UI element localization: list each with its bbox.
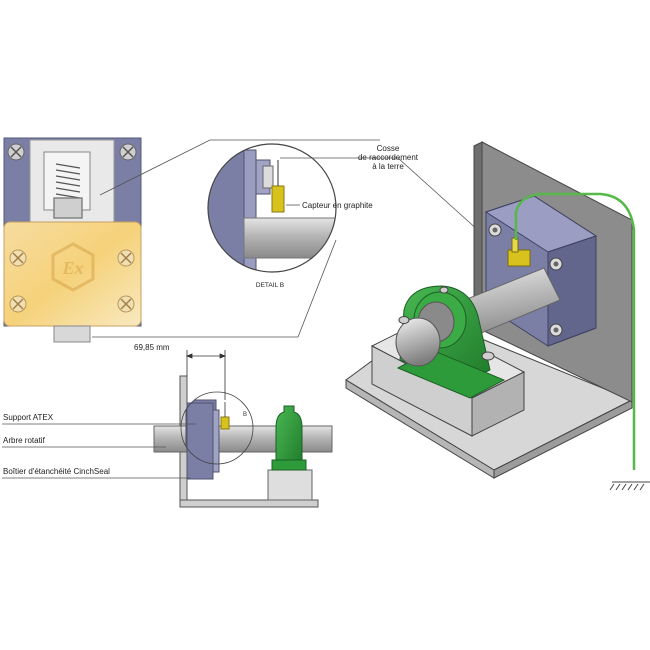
side-seal-housing <box>186 402 214 480</box>
cosse-label-line1: Cosse <box>377 144 400 153</box>
ground-symbol-icon <box>609 481 650 491</box>
cosse-label-line3: à la terre <box>372 162 404 171</box>
hex-bolt-icon <box>439 286 449 294</box>
capteur-callout: Capteur en graphite <box>286 201 373 210</box>
phillips-screw-icon <box>9 249 27 267</box>
capteur-label: Capteur en graphite <box>302 201 373 210</box>
dimension-annotation <box>185 350 227 400</box>
detail-shaft <box>243 217 336 259</box>
svg-text:Ex: Ex <box>61 258 83 278</box>
cosse-callout: Cosse de raccordement à la terre <box>280 144 501 251</box>
iso-graphite-sensor <box>507 249 531 267</box>
phillips-screw-icon <box>119 143 137 161</box>
phillips-screw-icon <box>117 249 135 267</box>
phillips-screw-icon <box>9 295 27 313</box>
ex-atex-hexagon-icon: Ex <box>51 242 95 292</box>
label-boitier-cinchseal: Boîtier d'étanchéité CinchSeal <box>3 467 110 476</box>
phillips-screw-icon <box>7 143 25 161</box>
label-arbre-rotatif: Arbre rotatif <box>3 436 46 445</box>
detail-housing-plate <box>208 149 245 272</box>
hex-bolt-icon <box>549 257 563 271</box>
cosse-label-line2: de raccordement <box>358 153 419 162</box>
side-riser-block <box>267 469 313 501</box>
detail-b-view: DETAIL B <box>207 143 337 289</box>
iso-ground-wire <box>514 192 636 470</box>
side-pillow-bearing <box>275 405 303 471</box>
detail-b-label: DETAIL B <box>256 282 284 289</box>
side-labels <box>2 423 196 479</box>
svg-text:B: B <box>243 412 247 418</box>
detail-leader-lines <box>92 139 380 338</box>
side-bracket-base <box>179 499 319 508</box>
side-sensor <box>220 416 230 430</box>
label-support-atex: Support ATEX <box>3 413 54 422</box>
iso-view <box>345 141 650 491</box>
dimension-value: 69,85 mm <box>134 343 170 352</box>
phillips-screw-icon <box>117 295 135 313</box>
detail-graphite-sensor <box>271 185 285 213</box>
hex-bolt-icon <box>488 223 502 237</box>
hex-bolt-icon <box>481 351 495 361</box>
atex-box-illustration: Ex <box>3 137 142 343</box>
spring-icon <box>53 163 83 219</box>
atex-box-bottom-plug <box>53 325 91 343</box>
side-view: B <box>153 375 333 508</box>
hex-bolt-icon <box>549 323 563 337</box>
hex-bolt-icon <box>398 316 410 324</box>
